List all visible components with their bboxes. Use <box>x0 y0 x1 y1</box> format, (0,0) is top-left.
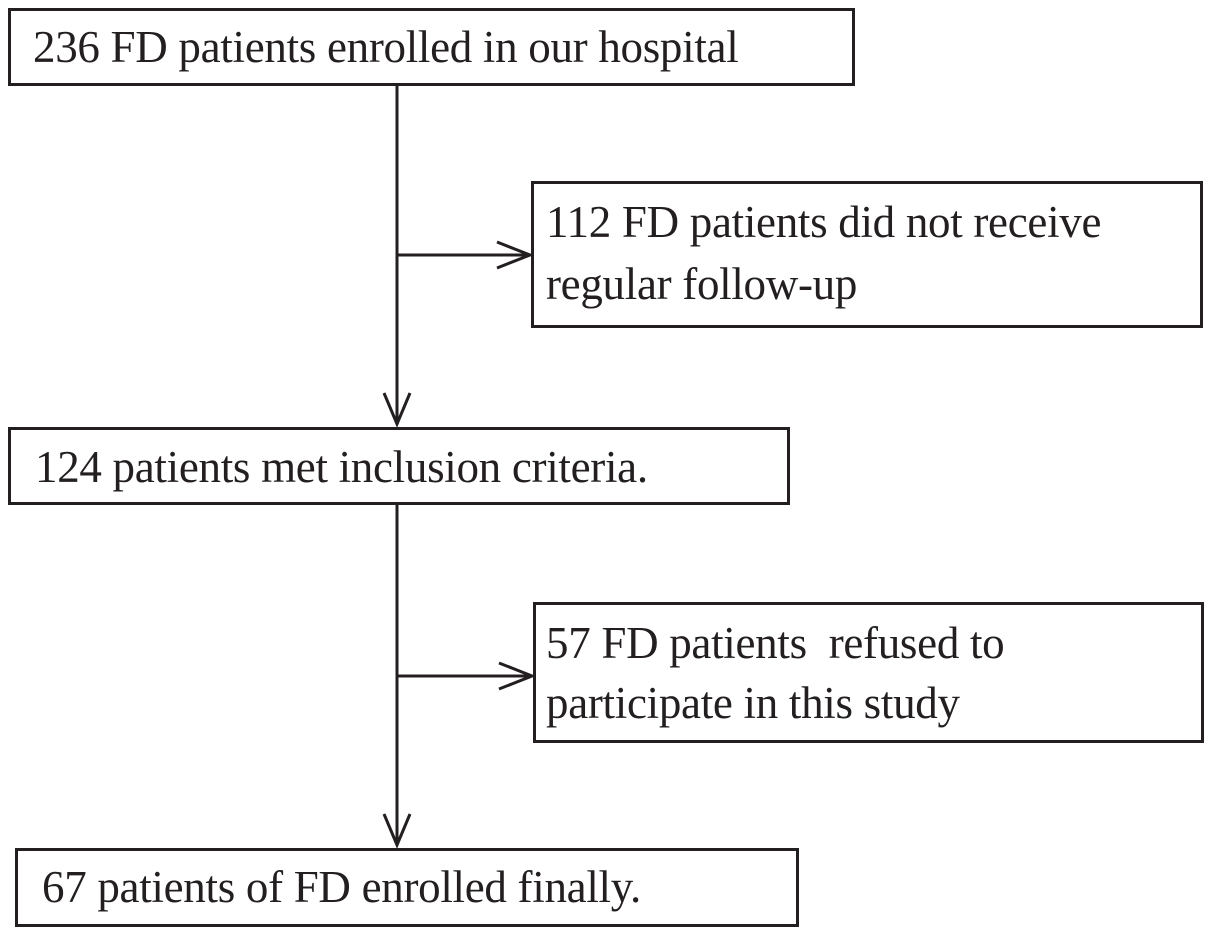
box-enrolled-final-text: 67 patients of FD enrolled finally. <box>42 862 641 912</box>
arrowhead-right-to-refused <box>498 661 537 691</box>
box-refused-line-2: participate in this study <box>546 678 960 728</box>
box-no-followup: 112 FD patients did not receive regular … <box>531 181 1203 328</box>
arrowhead-right-to-no-followup <box>496 240 535 270</box>
box-enrolled-final: 67 patients of FD enrolled finally. <box>15 848 799 927</box>
box-enrolled-hospital-text: 236 FD patients enrolled in our hospital <box>33 22 739 72</box>
box-refused-line-1: 57 FD patients refused to <box>546 618 1005 668</box>
box-met-criteria-text: 124 patients met inclusion criteria. <box>35 442 648 492</box>
arrowhead-down-to-criteria <box>382 392 412 428</box>
box-no-followup-line-2: regular follow-up <box>546 259 858 309</box>
box-enrolled-hospital: 236 FD patients enrolled in our hospital <box>8 8 855 86</box>
box-met-criteria: 124 patients met inclusion criteria. <box>8 427 790 505</box>
box-no-followup-line-1: 112 FD patients did not receive <box>546 197 1102 247</box>
box-refused: 57 FD patients refused to participate in… <box>533 602 1204 743</box>
arrowhead-down-to-final <box>382 813 412 849</box>
